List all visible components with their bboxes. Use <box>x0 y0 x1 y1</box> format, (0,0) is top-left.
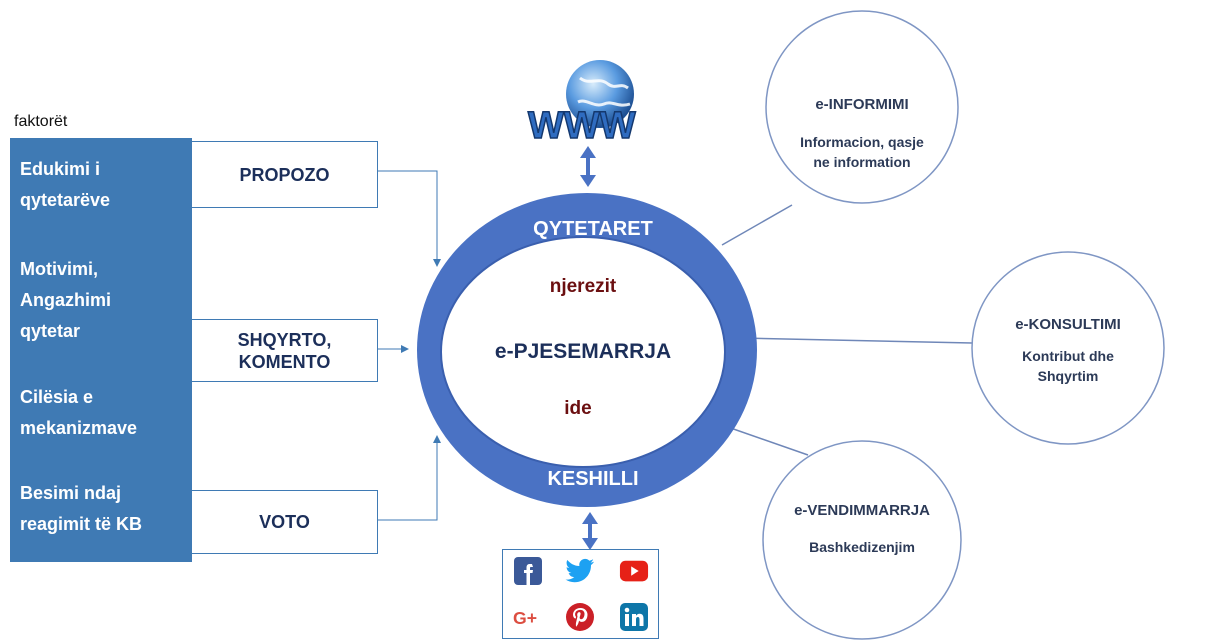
www-text: WWW <box>528 105 636 147</box>
inner-label-ide: ide <box>564 398 592 419</box>
circle-konsultimi <box>971 251 1165 445</box>
voto-connector <box>378 435 441 521</box>
line-informimi <box>721 204 793 246</box>
line-konsultimi <box>739 337 973 344</box>
inner-label-e-pjesemarrja: e-PJESEMARRJA <box>494 340 672 363</box>
circle-vendimmarrja-title: e-VENDIMMARRJA <box>794 502 930 519</box>
action-voto: VOTO <box>192 490 378 554</box>
line-vendimmarrja <box>721 424 809 456</box>
circle-informimi <box>765 10 959 204</box>
circle-konsultimi-title: e-KONSULTIMI <box>1015 316 1121 333</box>
www-double-arrow <box>580 146 596 187</box>
www-globe-icon: WWW <box>520 58 650 148</box>
action-shqyrto-komento: SHQYRTO, KOMENTO <box>192 319 378 382</box>
factors-panel: Edukimi i qytetarëve Motivimi, Angazhimi… <box>10 138 192 562</box>
circle-informimi-subtitle: Informacion, qasje ne information <box>800 134 924 170</box>
circle-informimi-title: e-INFORMIMI <box>815 96 909 113</box>
circle-vendimmarrja <box>762 440 962 640</box>
factor-besimi: Besimi ndaj reagimit të KB <box>20 483 143 534</box>
center-inner-ellipse <box>440 236 726 468</box>
pinterest-icon <box>565 602 595 632</box>
ring-label-keshilli: KESHILLI <box>547 468 639 490</box>
social-media-box: G+ <box>502 549 659 639</box>
propozo-connector <box>378 170 441 267</box>
factor-edukimi: Edukimi i qytetarëve <box>20 159 111 210</box>
twitter-icon <box>565 556 595 586</box>
action-propozo: PROPOZO <box>192 141 378 208</box>
factors-label: faktorët <box>14 113 68 130</box>
factor-cilesia: Cilësia e mekanizmave <box>20 387 138 438</box>
ring-label-qytetaret: QYTETARET <box>533 218 653 240</box>
inner-label-njerezit: njerezit <box>549 276 617 297</box>
google-plus-icon: G+ <box>513 602 543 632</box>
circle-vendimmarrja-subtitle: Bashkedizenjim <box>809 539 915 555</box>
facebook-icon <box>513 556 543 586</box>
youtube-icon <box>619 556 649 586</box>
factor-motivimi: Motivimi, Angazhimi qytetar <box>20 259 112 341</box>
social-double-arrow <box>582 512 598 550</box>
linkedin-icon <box>619 602 649 632</box>
circle-konsultimi-subtitle: Kontribut dhe Shqyrtim <box>1022 348 1114 384</box>
svg-text:G+: G+ <box>513 608 537 628</box>
